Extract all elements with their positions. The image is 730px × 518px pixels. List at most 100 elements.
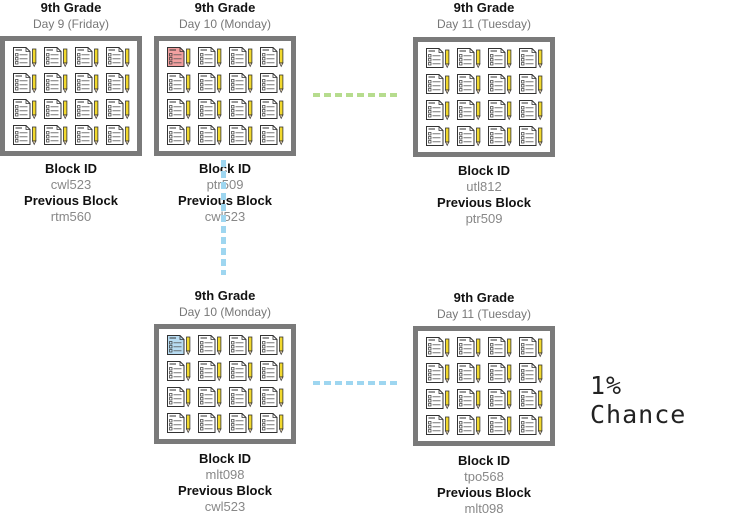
block-id-value: cwl523 xyxy=(50,177,92,192)
document-with-pencil-icon xyxy=(259,413,283,434)
document-with-pencil-icon xyxy=(166,47,190,68)
document-with-pencil-icon xyxy=(43,47,67,68)
form-cell xyxy=(40,96,71,122)
document-with-pencil-icon xyxy=(74,73,98,94)
document-with-pencil-icon xyxy=(487,100,511,121)
form-cell xyxy=(163,358,194,384)
document-with-pencil-icon xyxy=(487,337,511,358)
form-cell xyxy=(515,71,546,97)
document-with-pencil-icon xyxy=(228,387,252,408)
document-with-pencil-icon xyxy=(74,47,98,68)
form-cell xyxy=(40,122,71,148)
document-with-pencil-icon xyxy=(105,125,129,146)
document-with-pencil-icon xyxy=(43,99,67,120)
document-with-pencil-icon xyxy=(197,125,221,146)
block-id-value: mlt098 xyxy=(205,467,245,482)
form-cell xyxy=(225,384,256,410)
document-with-pencil-icon xyxy=(12,47,36,68)
form-cell xyxy=(163,44,194,70)
document-with-pencil-icon xyxy=(259,335,283,356)
document-with-pencil-icon xyxy=(518,126,542,147)
form-cell xyxy=(40,70,71,96)
form-cell xyxy=(422,97,453,123)
document-with-pencil-icon xyxy=(259,361,283,382)
form-cell xyxy=(422,123,453,149)
block-id-label: Block ID xyxy=(44,161,97,176)
grade-label: 9th Grade xyxy=(453,290,515,305)
document-with-pencil-icon xyxy=(259,125,283,146)
document-with-pencil-icon xyxy=(228,125,252,146)
document-with-pencil-icon xyxy=(197,99,221,120)
document-with-pencil-icon xyxy=(487,48,511,69)
previous-block-value: ptr509 xyxy=(465,211,503,226)
form-cell xyxy=(515,97,546,123)
document-with-pencil-icon xyxy=(518,48,542,69)
block-id-label: Block ID xyxy=(457,453,510,468)
form-cell xyxy=(194,70,225,96)
form-cell xyxy=(71,122,102,148)
form-cell xyxy=(422,360,453,386)
document-with-pencil-icon xyxy=(487,415,511,436)
document-with-pencil-icon xyxy=(197,335,221,356)
previous-block-value: cwl523 xyxy=(204,499,246,514)
document-with-pencil-icon xyxy=(487,389,511,410)
block-day11b-box[interactable] xyxy=(413,326,555,446)
form-cell xyxy=(515,360,546,386)
form-cell xyxy=(102,44,133,70)
form-cell xyxy=(422,45,453,71)
form-cell xyxy=(163,96,194,122)
document-with-pencil-icon xyxy=(456,126,480,147)
document-with-pencil-icon xyxy=(228,47,252,68)
form-cell xyxy=(225,358,256,384)
day-label: Day 11 (Tuesday) xyxy=(436,307,532,321)
block-id-label: Block ID xyxy=(457,163,510,178)
form-cell xyxy=(256,410,287,436)
document-with-pencil-icon xyxy=(425,389,449,410)
form-cell xyxy=(453,360,484,386)
document-with-pencil-icon xyxy=(456,74,480,95)
document-with-pencil-icon xyxy=(425,363,449,384)
document-with-pencil-icon xyxy=(259,73,283,94)
block-day11b-header: 9th Grade Day 11 (Tuesday) xyxy=(413,290,555,322)
document-with-pencil-icon xyxy=(518,100,542,121)
document-with-pencil-icon xyxy=(456,363,480,384)
form-cell xyxy=(194,332,225,358)
form-cell xyxy=(163,384,194,410)
form-cell xyxy=(256,70,287,96)
form-cell xyxy=(194,358,225,384)
document-with-pencil-icon xyxy=(197,413,221,434)
block-day11a-header: 9th Grade Day 11 (Tuesday) xyxy=(413,0,555,32)
grade-label: 9th Grade xyxy=(194,288,256,303)
previous-block-label: Previous Block xyxy=(437,195,531,210)
form-cell xyxy=(163,410,194,436)
form-cell xyxy=(9,70,40,96)
form-cell xyxy=(71,44,102,70)
document-with-pencil-icon xyxy=(259,99,283,120)
form-cell xyxy=(484,123,515,149)
document-with-pencil-icon xyxy=(259,387,283,408)
document-with-pencil-icon xyxy=(166,361,190,382)
form-cell xyxy=(484,334,515,360)
document-with-pencil-icon xyxy=(74,99,98,120)
form-cell xyxy=(484,71,515,97)
block-day9-box[interactable] xyxy=(0,36,142,156)
document-with-pencil-icon xyxy=(518,389,542,410)
form-cell xyxy=(194,410,225,436)
block-day11a-box[interactable] xyxy=(413,37,555,157)
form-cell xyxy=(484,97,515,123)
document-with-pencil-icon xyxy=(518,74,542,95)
form-cell xyxy=(515,334,546,360)
form-cell xyxy=(422,386,453,412)
block-day10a-box[interactable] xyxy=(154,36,296,156)
document-with-pencil-icon xyxy=(228,99,252,120)
document-with-pencil-icon xyxy=(43,73,67,94)
form-cell xyxy=(453,334,484,360)
document-with-pencil-icon xyxy=(518,337,542,358)
document-with-pencil-icon xyxy=(425,126,449,147)
block-day10b-box[interactable] xyxy=(154,324,296,444)
form-cell xyxy=(422,334,453,360)
form-cell xyxy=(9,44,40,70)
block-day10a-header: 9th Grade Day 10 (Monday) xyxy=(154,0,296,32)
document-with-pencil-icon xyxy=(228,335,252,356)
document-with-pencil-icon xyxy=(228,73,252,94)
